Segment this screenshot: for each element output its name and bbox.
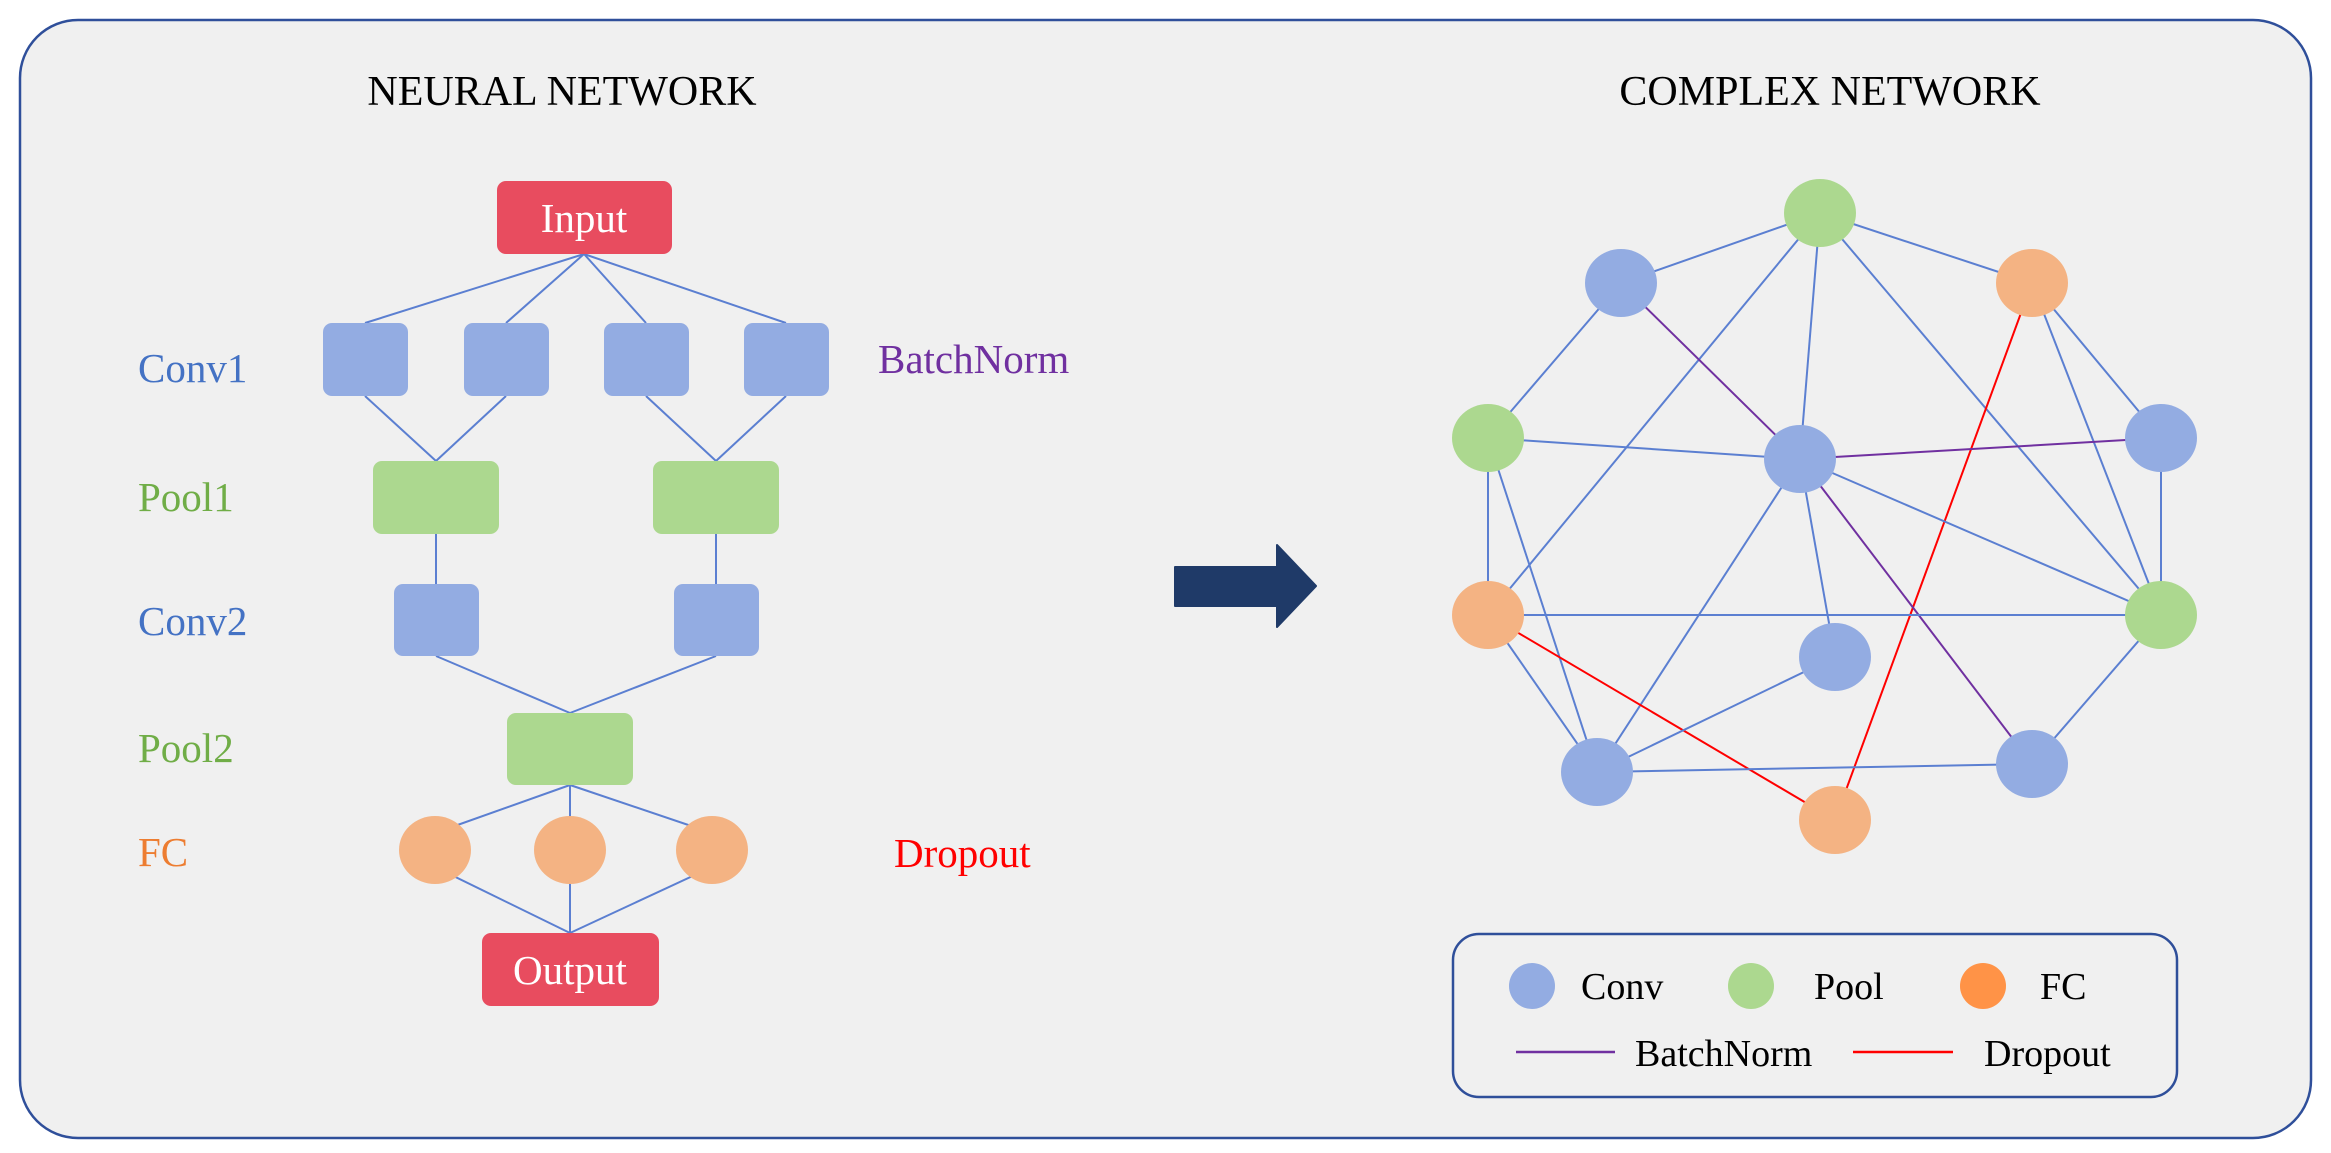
conv1-layer-label: Conv1 bbox=[138, 345, 247, 391]
legend-pool-label: Pool bbox=[1814, 966, 1884, 1008]
pool1-node bbox=[653, 461, 779, 534]
pool-node-n8 bbox=[2125, 581, 2197, 649]
conv1-node bbox=[323, 323, 408, 396]
edge-plain-n1-n3 bbox=[1819, 212, 2033, 284]
input-node bbox=[497, 181, 672, 254]
pool2-node bbox=[507, 713, 633, 785]
legend: Conv Pool FC BatchNorm Dropout bbox=[1451, 932, 2179, 1099]
conv2-layer-label: Conv2 bbox=[138, 598, 247, 644]
legend-fc-label: FC bbox=[2040, 966, 2086, 1008]
pool1-node bbox=[373, 461, 499, 534]
edge-conv1d-pool1b bbox=[715, 395, 787, 462]
legend-conv-swatch bbox=[1509, 963, 1555, 1009]
neural-network-diagram: NEURAL NETWORK Input bbox=[138, 69, 1069, 1006]
edge-plain-n1-n7 bbox=[1487, 212, 1821, 616]
fc-node-n3 bbox=[1996, 249, 2068, 317]
edge-dropout-n3-n12 bbox=[1834, 282, 2033, 821]
legend-batchnorm-label: BatchNorm bbox=[1635, 1033, 1812, 1075]
edge-plain-n1-n5 bbox=[1799, 212, 1821, 460]
complex-network-title: COMPLEX NETWORK bbox=[1619, 69, 2040, 115]
fc-node bbox=[676, 816, 748, 884]
edge-plain-n5-n8 bbox=[1799, 458, 2162, 616]
complex-network-diagram: COMPLEX NETWORK Conv Pool FC BatchNorm D… bbox=[1451, 69, 2197, 1099]
arrow-shape bbox=[1174, 544, 1317, 628]
neural-network-title: NEURAL NETWORK bbox=[367, 69, 756, 115]
edge-conv1c-pool1b bbox=[645, 395, 717, 462]
fc-node-n12 bbox=[1799, 786, 1871, 854]
pool-node-n4 bbox=[1452, 404, 1524, 472]
conv-node-n9 bbox=[1799, 623, 1871, 691]
edge-plain-n1-n8 bbox=[1819, 212, 2162, 616]
edge-conv1a-pool1a bbox=[364, 395, 437, 462]
conv2-node bbox=[674, 584, 759, 656]
legend-fc-swatch bbox=[1960, 963, 2006, 1009]
edge-fc3-output bbox=[569, 866, 713, 934]
edge-batchnorm-n2-n5 bbox=[1620, 282, 1801, 460]
conv2-node bbox=[394, 584, 479, 656]
conv-node-n10 bbox=[1561, 738, 1633, 806]
neural-network-edges bbox=[364, 253, 787, 934]
complex-network-nodes bbox=[1452, 179, 2197, 854]
edge-plain-n4-n10 bbox=[1487, 437, 1598, 773]
edge-input-conv1d bbox=[583, 253, 787, 324]
legend-pool-swatch bbox=[1728, 963, 1774, 1009]
input-label: Input bbox=[541, 195, 628, 241]
conv-node-n5 bbox=[1764, 425, 1836, 493]
output-label: Output bbox=[513, 947, 628, 993]
legend-dropout-label: Dropout bbox=[1984, 1033, 2111, 1075]
output-node bbox=[482, 933, 659, 1006]
edge-conv1b-pool1a bbox=[435, 395, 507, 462]
edge-batchnorm-n5-n11 bbox=[1799, 458, 2033, 765]
conv1-node bbox=[604, 323, 689, 396]
edge-input-conv1c bbox=[583, 253, 647, 324]
edge-plain-n4-n5 bbox=[1487, 437, 1801, 460]
edge-input-conv1b bbox=[505, 253, 585, 324]
edge-plain-n3-n8 bbox=[2031, 282, 2162, 616]
fc-layer-label: FC bbox=[138, 829, 188, 875]
fc-node bbox=[399, 816, 471, 884]
conv1-node bbox=[744, 323, 829, 396]
pool2-layer-label: Pool2 bbox=[138, 725, 234, 771]
edge-plain-n10-n11 bbox=[1596, 763, 2033, 773]
right-arrow-icon bbox=[1174, 544, 1317, 628]
complex-network-edges bbox=[1487, 212, 2162, 821]
edge-dropout-n7-n12 bbox=[1487, 614, 1836, 821]
fc-node-n7 bbox=[1452, 581, 1524, 649]
pool1-layer-label: Pool1 bbox=[138, 474, 234, 520]
batchnorm-side-label: BatchNorm bbox=[878, 336, 1069, 382]
edge-plain-n9-n10 bbox=[1596, 656, 1836, 773]
pool-node-n1 bbox=[1784, 179, 1856, 247]
conv-node-n6 bbox=[2125, 404, 2197, 472]
fc-node bbox=[534, 816, 606, 884]
edge-input-conv1a bbox=[364, 253, 585, 324]
conv-node-n11 bbox=[1996, 730, 2068, 798]
edge-fc1-output bbox=[434, 866, 571, 934]
dropout-side-label: Dropout bbox=[894, 830, 1031, 876]
conv1-node bbox=[464, 323, 549, 396]
edge-batchnorm-n5-n6 bbox=[1799, 437, 2162, 460]
conv-node-n2 bbox=[1585, 249, 1657, 317]
edge-conv2b-pool2 bbox=[569, 655, 717, 714]
legend-conv-label: Conv bbox=[1581, 966, 1663, 1008]
edge-conv2a-pool2 bbox=[435, 655, 571, 714]
